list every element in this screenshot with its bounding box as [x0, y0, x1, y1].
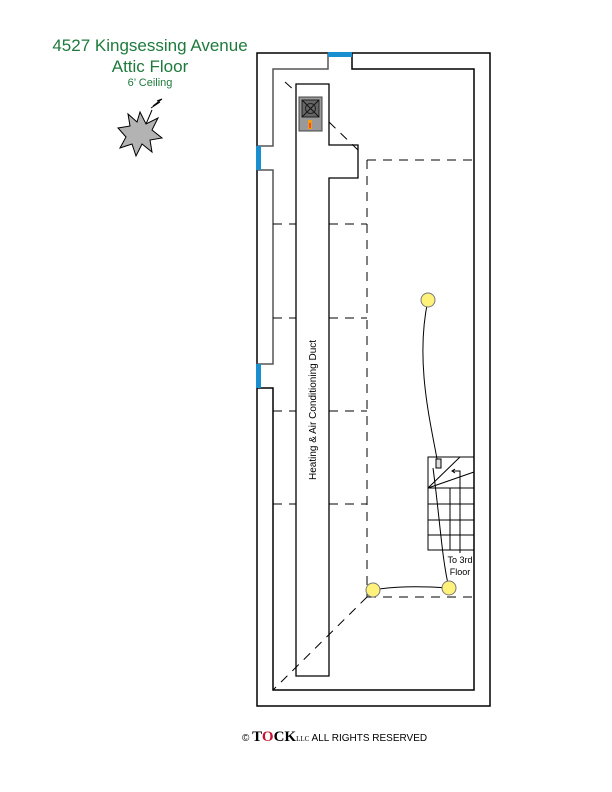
- staircase: [427, 456, 475, 553]
- address-title: 4527 Kingsessing Avenue: [52, 36, 248, 55]
- ceiling-light: [420, 292, 436, 308]
- copyright-symbol: ©: [242, 733, 250, 744]
- north-compass-icon: [117, 98, 164, 158]
- tock-logo: TOCK: [252, 729, 297, 745]
- ceiling-note: 6’ Ceiling: [127, 77, 173, 89]
- rights-text: ALL RIGHTS RESERVED: [311, 733, 428, 744]
- ceiling-light: [365, 582, 381, 598]
- window-left-1: [256, 146, 261, 170]
- hvac-duct: [295, 83, 359, 677]
- exterior-walls: [256, 52, 491, 707]
- llc-text: LLC: [296, 735, 310, 743]
- stairs-label-2: Floor: [450, 567, 471, 577]
- window-top: [328, 52, 352, 57]
- electrical-wiring: [372, 299, 450, 591]
- ceiling-slope-lines: [272, 81, 474, 691]
- duct-label: Heating & Air Conditioning Duct: [308, 340, 319, 480]
- hvac-unit-icon: [298, 96, 323, 132]
- floor-title: Attic Floor: [111, 57, 189, 76]
- ceiling-light: [441, 580, 457, 596]
- copyright-footer: © TOCKLLC ALL RIGHTS RESERVED: [242, 729, 427, 746]
- stairs-label-1: To 3rd: [447, 555, 472, 565]
- window-left-2: [256, 364, 261, 388]
